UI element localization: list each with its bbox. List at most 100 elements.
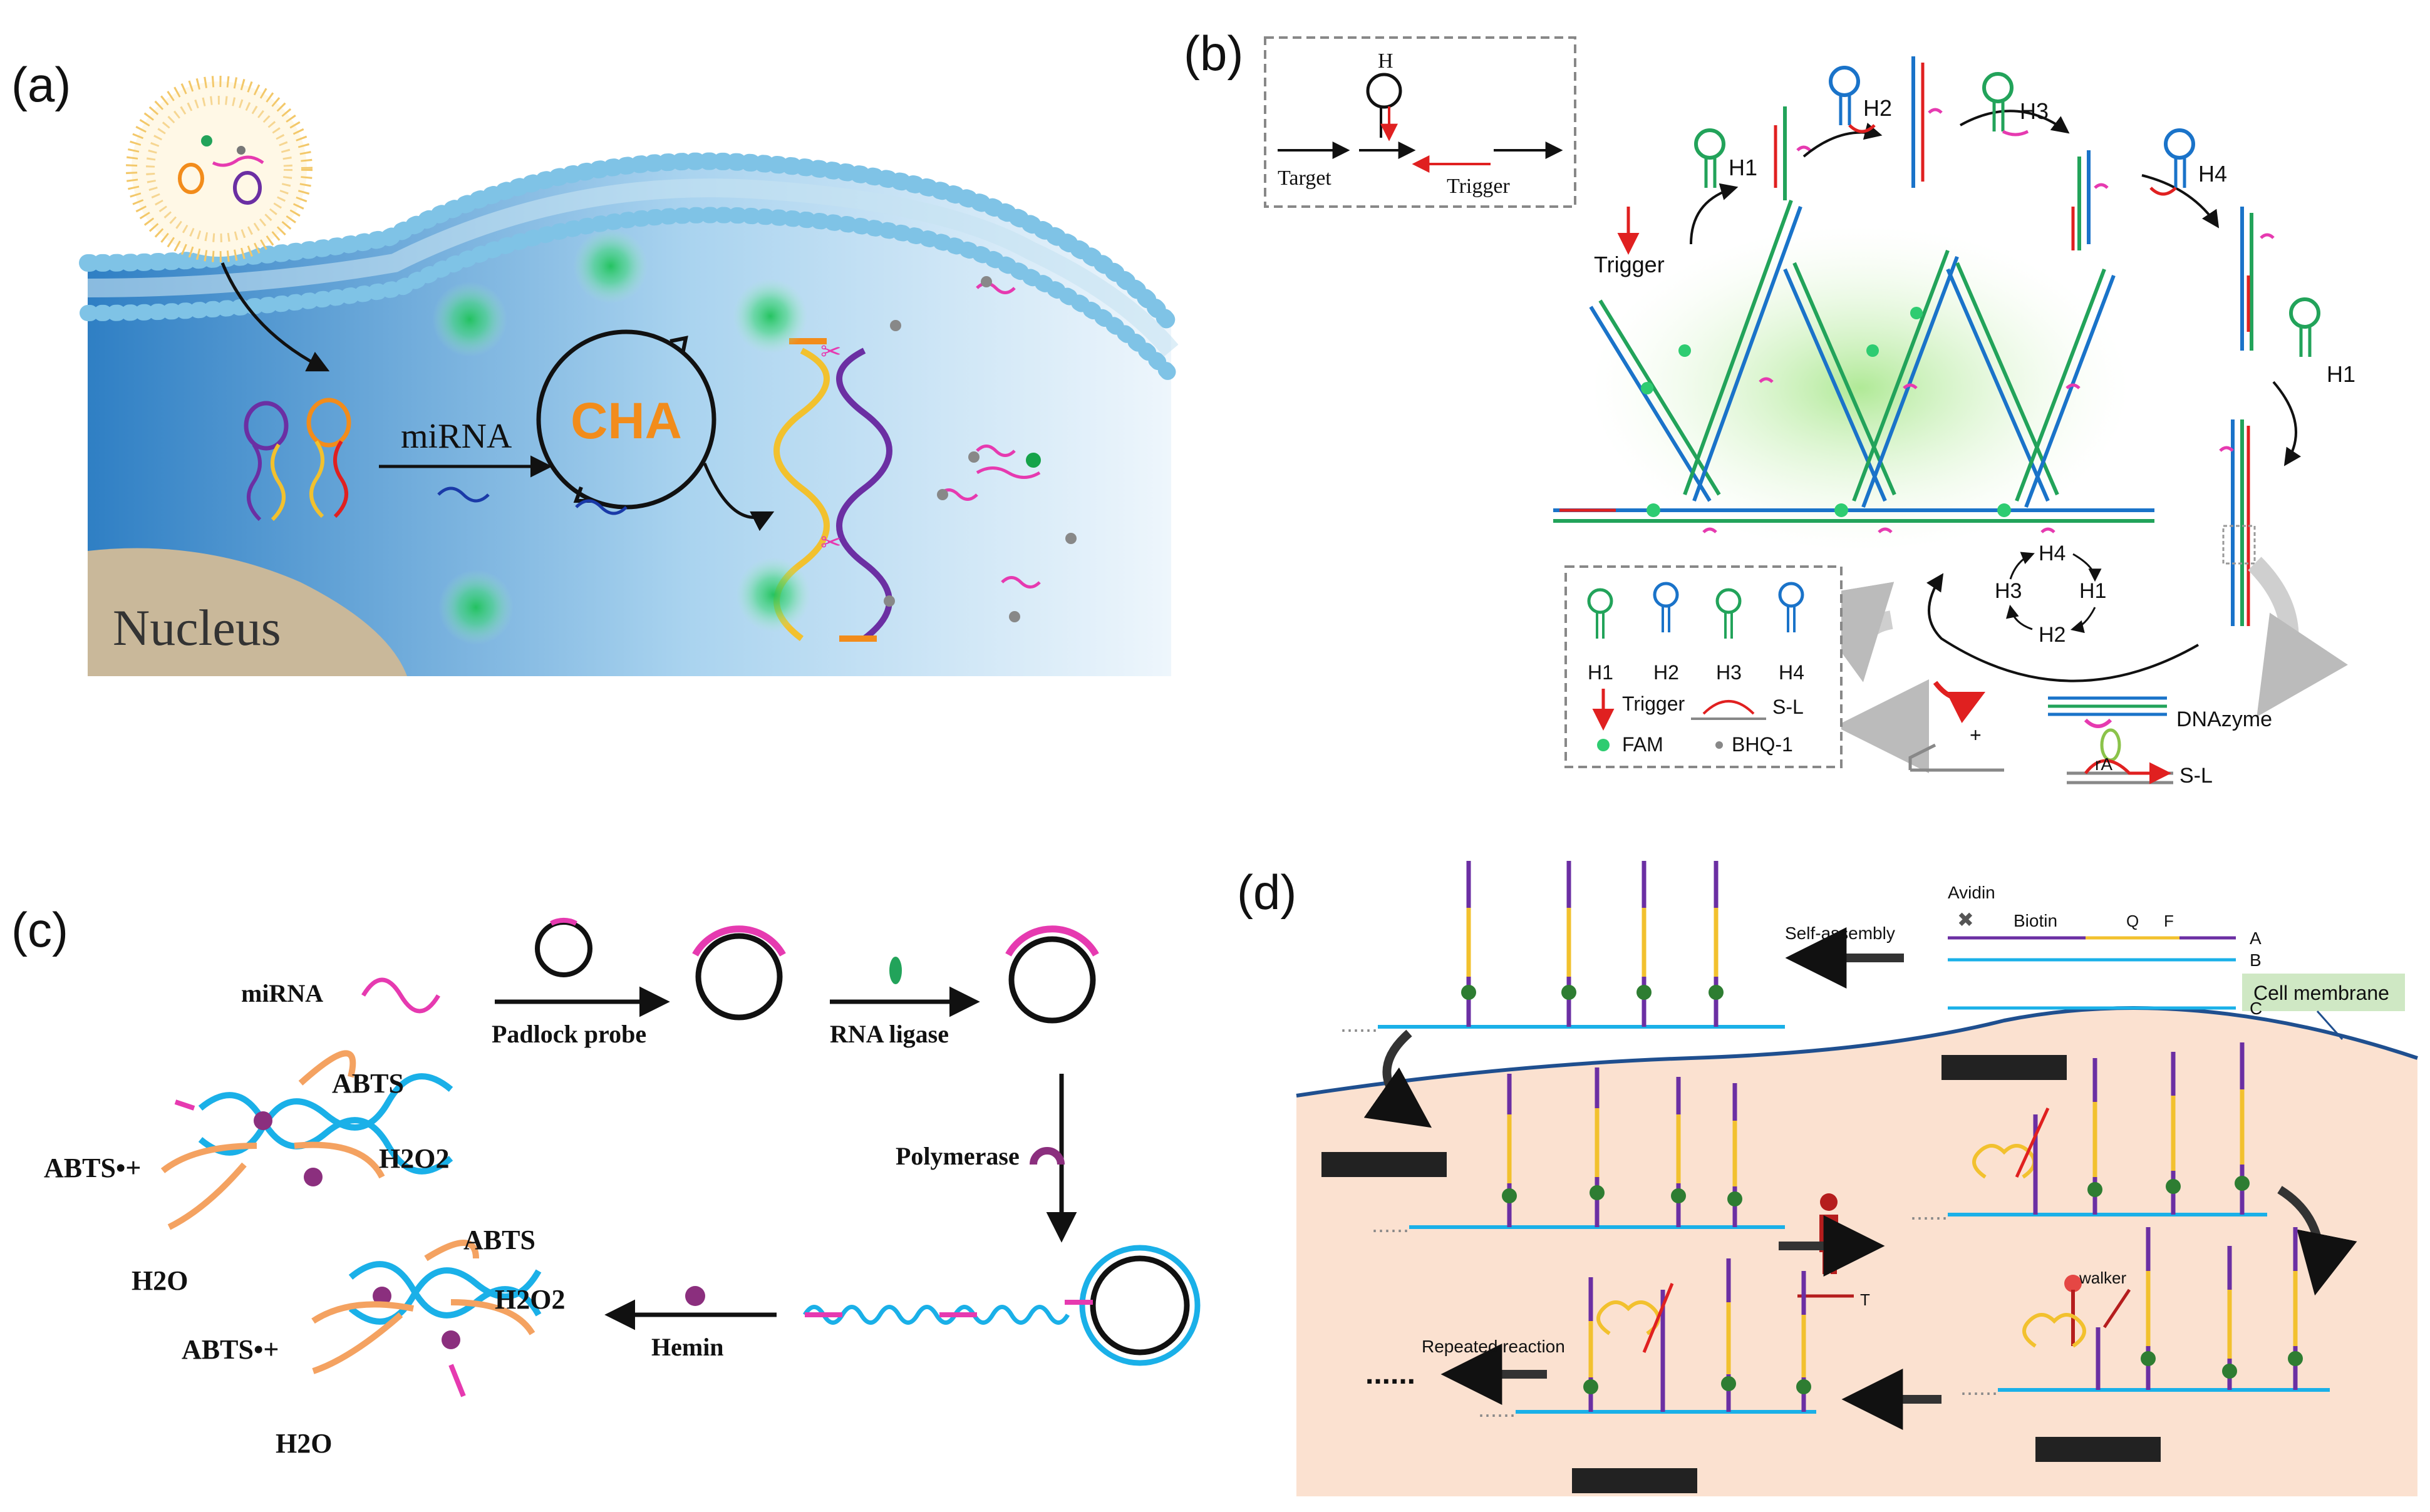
ligase-icon — [889, 957, 902, 984]
svg-text:Trigger: Trigger — [1622, 692, 1685, 715]
svg-text:H1: H1 — [2079, 579, 2106, 603]
dna-network — [1553, 199, 2154, 533]
hairpin-h1-top: H1 — [1694, 128, 1757, 188]
hemin-label: Hemin — [651, 1333, 724, 1361]
hairpin-h1-right: H1 — [2289, 297, 2355, 387]
svg-text:H4: H4 — [1779, 661, 1804, 684]
svg-text:H2: H2 — [1653, 661, 1679, 684]
svg-text:H1: H1 — [1729, 155, 1757, 180]
h2o2-label-1: H2O2 — [379, 1143, 449, 1174]
svg-text:✖: ✖ — [1957, 908, 1974, 931]
panel-b: H Target Trigger H1 Trigger H2 — [1264, 36, 2355, 788]
svg-text:......: ...... — [1478, 1396, 1516, 1422]
assembled-track-middle-left: ...... — [1372, 1067, 1785, 1237]
sl-bottom-label: S-L — [2179, 764, 2213, 788]
g-quadruplex-helix — [160, 1050, 542, 1397]
panel-c-letter: (c) — [11, 902, 68, 957]
nucleus-label: Nucleus — [113, 599, 281, 656]
h2o-label-2: H2O — [276, 1428, 332, 1459]
inset-trigger-label: Trigger — [1447, 175, 1510, 198]
plus-label: + — [1970, 724, 1982, 746]
membrane-outer — [79, 152, 1180, 334]
inset-h-label: H — [1378, 49, 1393, 73]
zebra-crossing — [2035, 1437, 2161, 1462]
zebra-crossing — [1941, 1055, 2067, 1080]
panel-a: Nucleus miRNA CHA — [79, 76, 1180, 676]
svg-text:H2: H2 — [1863, 95, 1892, 121]
padlock-label: Padlock probe — [492, 1020, 646, 1048]
mirna-strand — [361, 977, 441, 1014]
self-assembly-label: Self-assembly — [1785, 923, 1895, 943]
svg-text:T: T — [1860, 1290, 1870, 1309]
legend: H1 H2 H3 H4 Trigger S-L FAM BHQ-1 — [1587, 582, 1804, 756]
svg-text:H3: H3 — [1716, 661, 1742, 684]
liposome — [126, 76, 313, 262]
svg-text:H3: H3 — [2020, 98, 2049, 124]
abts-radical-label-2: ABTS•+ — [182, 1334, 279, 1365]
cell-interior — [1296, 1008, 2417, 1496]
cell-membrane-tag — [2242, 974, 2405, 1011]
svg-text:......: ...... — [1372, 1211, 1409, 1237]
svg-text:......: ...... — [1340, 1011, 1378, 1037]
hairpin-h4-top: H4 — [2149, 128, 2227, 196]
svg-text:H3: H3 — [1995, 579, 2022, 603]
panel-d-letter: (d) — [1237, 865, 1297, 920]
rca-product — [802, 1305, 1070, 1325]
fluorescence-spot — [736, 557, 811, 632]
svg-text:......: ...... — [1910, 1199, 1948, 1225]
polymerase-icon — [1030, 1147, 1065, 1165]
ligase-label: RNA ligase — [830, 1020, 949, 1048]
padlock-probe — [535, 920, 592, 977]
svg-text:H1: H1 — [1588, 661, 1613, 684]
svg-text:H4: H4 — [2039, 542, 2066, 565]
svg-text:BHQ-1: BHQ-1 — [1732, 733, 1793, 756]
assembled-track-bottom-right: ...... walker — [1960, 1227, 2330, 1400]
membrane-inner — [80, 207, 1179, 384]
svg-text:A: A — [2250, 928, 2262, 948]
assembled-track-middle-right: ...... — [1910, 1042, 2267, 1225]
cell-membrane — [1296, 1006, 2418, 1098]
trigger-main-label: Trigger — [1594, 252, 1665, 277]
zebra-crossing — [1572, 1468, 1697, 1493]
repeated-reaction-label: Repeated reaction — [1422, 1337, 1565, 1356]
polymerase-label: Polymerase — [896, 1142, 1020, 1170]
strand-legend: Avidin ✖ Biotin Q F A B C — [1948, 883, 2262, 1018]
svg-text:Biotin: Biotin — [2014, 911, 2057, 930]
svg-text:H2: H2 — [2039, 623, 2066, 647]
abts-label-1: ABTS — [332, 1068, 404, 1099]
abts-radical-label-1: ABTS•+ — [44, 1153, 141, 1183]
abts-label-2: ABTS — [463, 1225, 535, 1255]
h2o2-label-2: H2O2 — [495, 1284, 565, 1315]
hairpin-h3-top: H3 — [1982, 72, 2049, 136]
svg-text:......: ...... — [1960, 1374, 1998, 1400]
ra-label: rA — [2095, 754, 2112, 774]
svg-text:Q: Q — [2126, 912, 2139, 930]
cell-membrane-label: Cell membrane — [2253, 982, 2389, 1004]
fluorescence-spot — [733, 279, 808, 354]
h2o-label-1: H2O — [132, 1265, 188, 1296]
network-glow — [1591, 225, 2129, 551]
mirna-label: miRNA — [401, 417, 512, 456]
hairpin-cycle: H4 H1 H2 H3 — [1995, 542, 2106, 647]
inset-target-label: Target — [1278, 167, 1331, 190]
dnazyme-label: DNAzyme — [2176, 707, 2272, 731]
svg-text:H4: H4 — [2198, 161, 2227, 187]
hemin-icon — [685, 1286, 705, 1306]
svg-text:C: C — [2250, 999, 2262, 1018]
inset-box — [1264, 36, 1576, 208]
hairpin-h2-top: H2 — [1829, 66, 1892, 133]
svg-text:H1: H1 — [2327, 361, 2355, 387]
panel-d: Cell membrane ...... Self-assembly — [1296, 861, 2418, 1496]
svg-text:✂: ✂ — [820, 529, 842, 557]
zebra-crossing — [1321, 1152, 1447, 1177]
hairpin-probes — [244, 398, 351, 522]
walker-label: walker — [2079, 1268, 2126, 1287]
fluorescence-spot — [438, 570, 514, 645]
fluorescence-spot — [432, 282, 507, 357]
assembled-track-top: ...... — [1340, 861, 1785, 1037]
svg-text:FAM: FAM — [1622, 733, 1663, 756]
svg-text:S-L: S-L — [1772, 696, 1804, 718]
svg-text:✂: ✂ — [820, 338, 842, 366]
svg-text:B: B — [2250, 950, 2262, 970]
